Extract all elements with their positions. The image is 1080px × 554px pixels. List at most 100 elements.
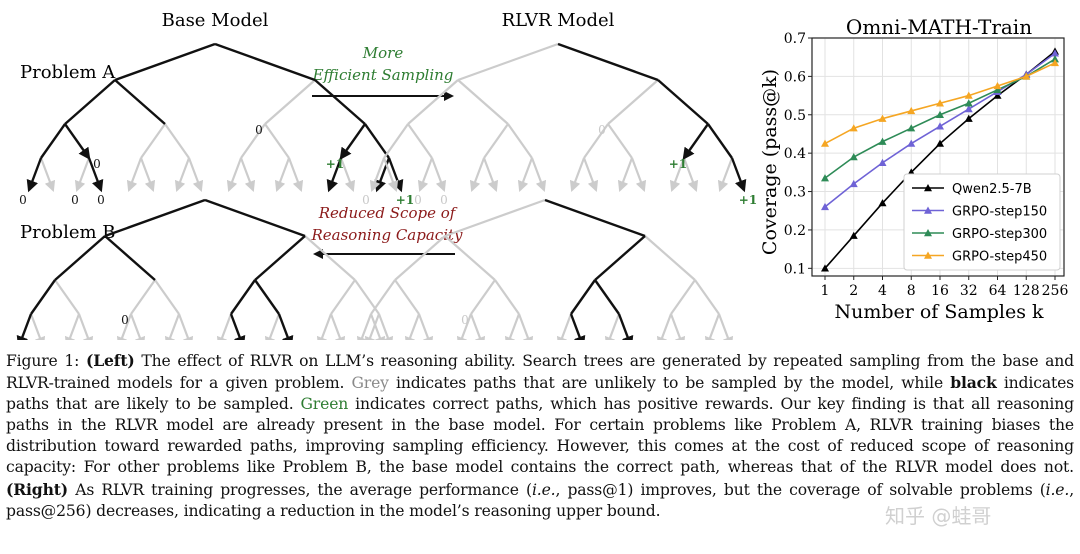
legend-entry-label: Qwen2.5-7B xyxy=(952,182,1032,197)
caption-grey-word: Grey xyxy=(351,374,389,393)
caption-text-1: The effect of RLVR on LLM’s reasoning ab… xyxy=(6,352,1075,393)
chart-y-tick-label: 0.6 xyxy=(784,69,806,85)
chart-frame xyxy=(811,37,1065,277)
caption-figure-label: Figure 1: xyxy=(6,352,80,370)
chart-point xyxy=(849,124,858,132)
tree-edge-grey xyxy=(139,157,156,193)
tree-edge-grey xyxy=(369,313,386,340)
tree-edge-black xyxy=(54,235,106,281)
tree-edge-grey xyxy=(77,313,94,340)
tree-edge-grey xyxy=(264,79,316,125)
tree-edge-grey xyxy=(164,313,181,340)
chart-point xyxy=(878,137,887,145)
rlvr-model-title: RLVR Model xyxy=(502,10,615,31)
tree-edge-grey xyxy=(177,313,194,340)
caption-black-word: black xyxy=(950,373,997,393)
chart-point xyxy=(849,153,858,161)
caption-text-2: indicates paths that are unlikely to be … xyxy=(388,374,951,393)
tree-edge-black xyxy=(387,157,404,193)
tree-edge-black xyxy=(364,123,390,159)
tree-edge-grey xyxy=(174,157,191,193)
coverage-chart: Omni-MATH-Train Number of Samples k Cove… xyxy=(759,15,1068,323)
legend-marker xyxy=(924,229,932,237)
problem-b-label: Problem B xyxy=(20,222,116,243)
caption-right-label: (Right) xyxy=(6,479,69,499)
caption-left-label: (Left) xyxy=(85,351,135,370)
chart-title: Omni-MATH-Train xyxy=(846,15,1032,39)
figure-caption: Figure 1: (Left) The effect of RLVR on L… xyxy=(6,350,1074,522)
tree-edge-grey xyxy=(226,157,243,193)
tree-edge-grey xyxy=(329,313,346,340)
chart-point xyxy=(1051,58,1059,67)
tree-edge-grey xyxy=(470,279,496,315)
arrow-bottom-label-line2: Reasoning Capacity xyxy=(311,226,464,244)
chart-point xyxy=(849,231,858,239)
chart-point xyxy=(1051,55,1059,63)
chart-point xyxy=(993,81,1002,90)
tree-edge-grey xyxy=(74,157,91,193)
undefined: 00+10 xyxy=(356,198,734,340)
tree-edge-black xyxy=(254,279,280,315)
tree-edge-grey xyxy=(330,279,356,315)
legend-marker xyxy=(924,206,932,214)
chart-legend: Qwen2.5-7BGRPO-step150GRPO-step300GRPO-s… xyxy=(903,173,1061,271)
legend-entry-label: GRPO-step150 xyxy=(952,205,1047,220)
chart-point xyxy=(907,124,916,132)
tree-edge-grey xyxy=(64,313,81,340)
reward-zero-label: 0 xyxy=(93,157,101,171)
tree-edge-grey xyxy=(54,279,80,315)
legend-marker xyxy=(924,251,932,259)
chart-y-tick-label: 0.1 xyxy=(784,261,806,277)
chart-point xyxy=(821,174,829,182)
chart-point xyxy=(964,105,973,113)
tree-edge-grey xyxy=(126,157,143,193)
tree-edge-black xyxy=(569,313,586,340)
tree-edge-grey xyxy=(39,157,56,193)
tree-edge-grey xyxy=(430,157,447,193)
tree-edge-grey xyxy=(216,313,233,340)
tree-edge-grey xyxy=(417,157,434,193)
tree-edge-grey xyxy=(457,42,559,82)
caption-text-7: , pass@256) decreases, indicating a redu… xyxy=(6,480,1074,520)
tree-edge-grey xyxy=(394,235,446,281)
tree-edge-grey xyxy=(394,279,420,315)
tree-edge-grey xyxy=(456,313,473,340)
chart-point xyxy=(1022,72,1031,80)
chart-series-GRPO-step450 xyxy=(821,58,1059,147)
tree-edge-black xyxy=(326,157,343,193)
chart-y-axis-label: Coverage (pass@k) xyxy=(759,69,781,255)
tree-edge-black xyxy=(87,157,104,193)
tree-edge-grey xyxy=(469,157,486,193)
tree-edge-grey xyxy=(140,123,166,159)
tree-edge-black xyxy=(339,123,366,160)
tree-edge-black xyxy=(230,279,256,315)
tree-edge-grey xyxy=(669,157,686,193)
chart-y-tick-label: 0.7 xyxy=(784,31,806,47)
tree-edge-black xyxy=(594,235,646,281)
tree-edge-black xyxy=(229,313,246,340)
chart-y-tick-label: 0.5 xyxy=(784,108,806,124)
tree-edge-grey xyxy=(187,157,204,193)
tree-edge-black xyxy=(594,279,620,315)
tree-edge-black xyxy=(314,79,366,125)
reward-zero-label: 0 xyxy=(255,123,263,137)
chart-point xyxy=(936,122,944,130)
tree-edge-black xyxy=(64,123,91,160)
tree-edge-grey xyxy=(630,157,647,193)
chart-point xyxy=(878,199,887,207)
tree-edge-grey xyxy=(29,313,46,340)
chart-point xyxy=(936,110,944,118)
reward-plus-label: +1 xyxy=(326,157,344,171)
tree-edge-black xyxy=(657,79,709,125)
tree-edge-grey xyxy=(504,313,521,340)
chart-x-tick-label: 1 xyxy=(821,283,830,299)
chart-point xyxy=(1051,49,1059,57)
tree-edge-black xyxy=(557,42,659,82)
tree-edge-black xyxy=(104,198,206,238)
reward-zero-label: 0 xyxy=(362,193,370,207)
tree-edge-grey xyxy=(382,157,399,193)
tree-edge-grey xyxy=(407,79,459,125)
